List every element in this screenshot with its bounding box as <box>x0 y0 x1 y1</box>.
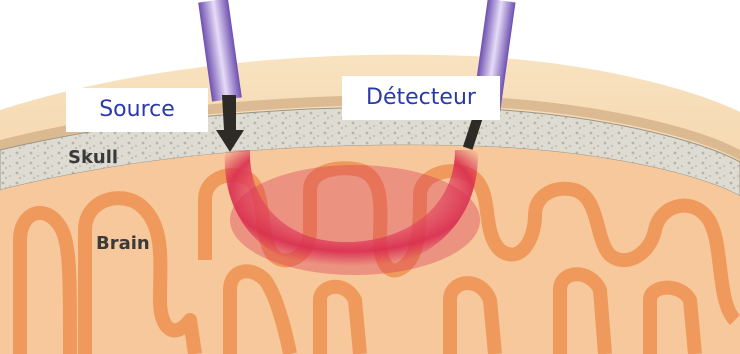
detector-label: Détecteur <box>342 76 500 120</box>
source-label: Source <box>66 88 208 132</box>
brain-label: Brain <box>96 233 150 254</box>
light-glow <box>230 165 480 275</box>
source-label-text: Source <box>99 99 175 121</box>
skull-label: Skull <box>68 147 118 168</box>
detector-label-text: Détecteur <box>366 87 476 109</box>
